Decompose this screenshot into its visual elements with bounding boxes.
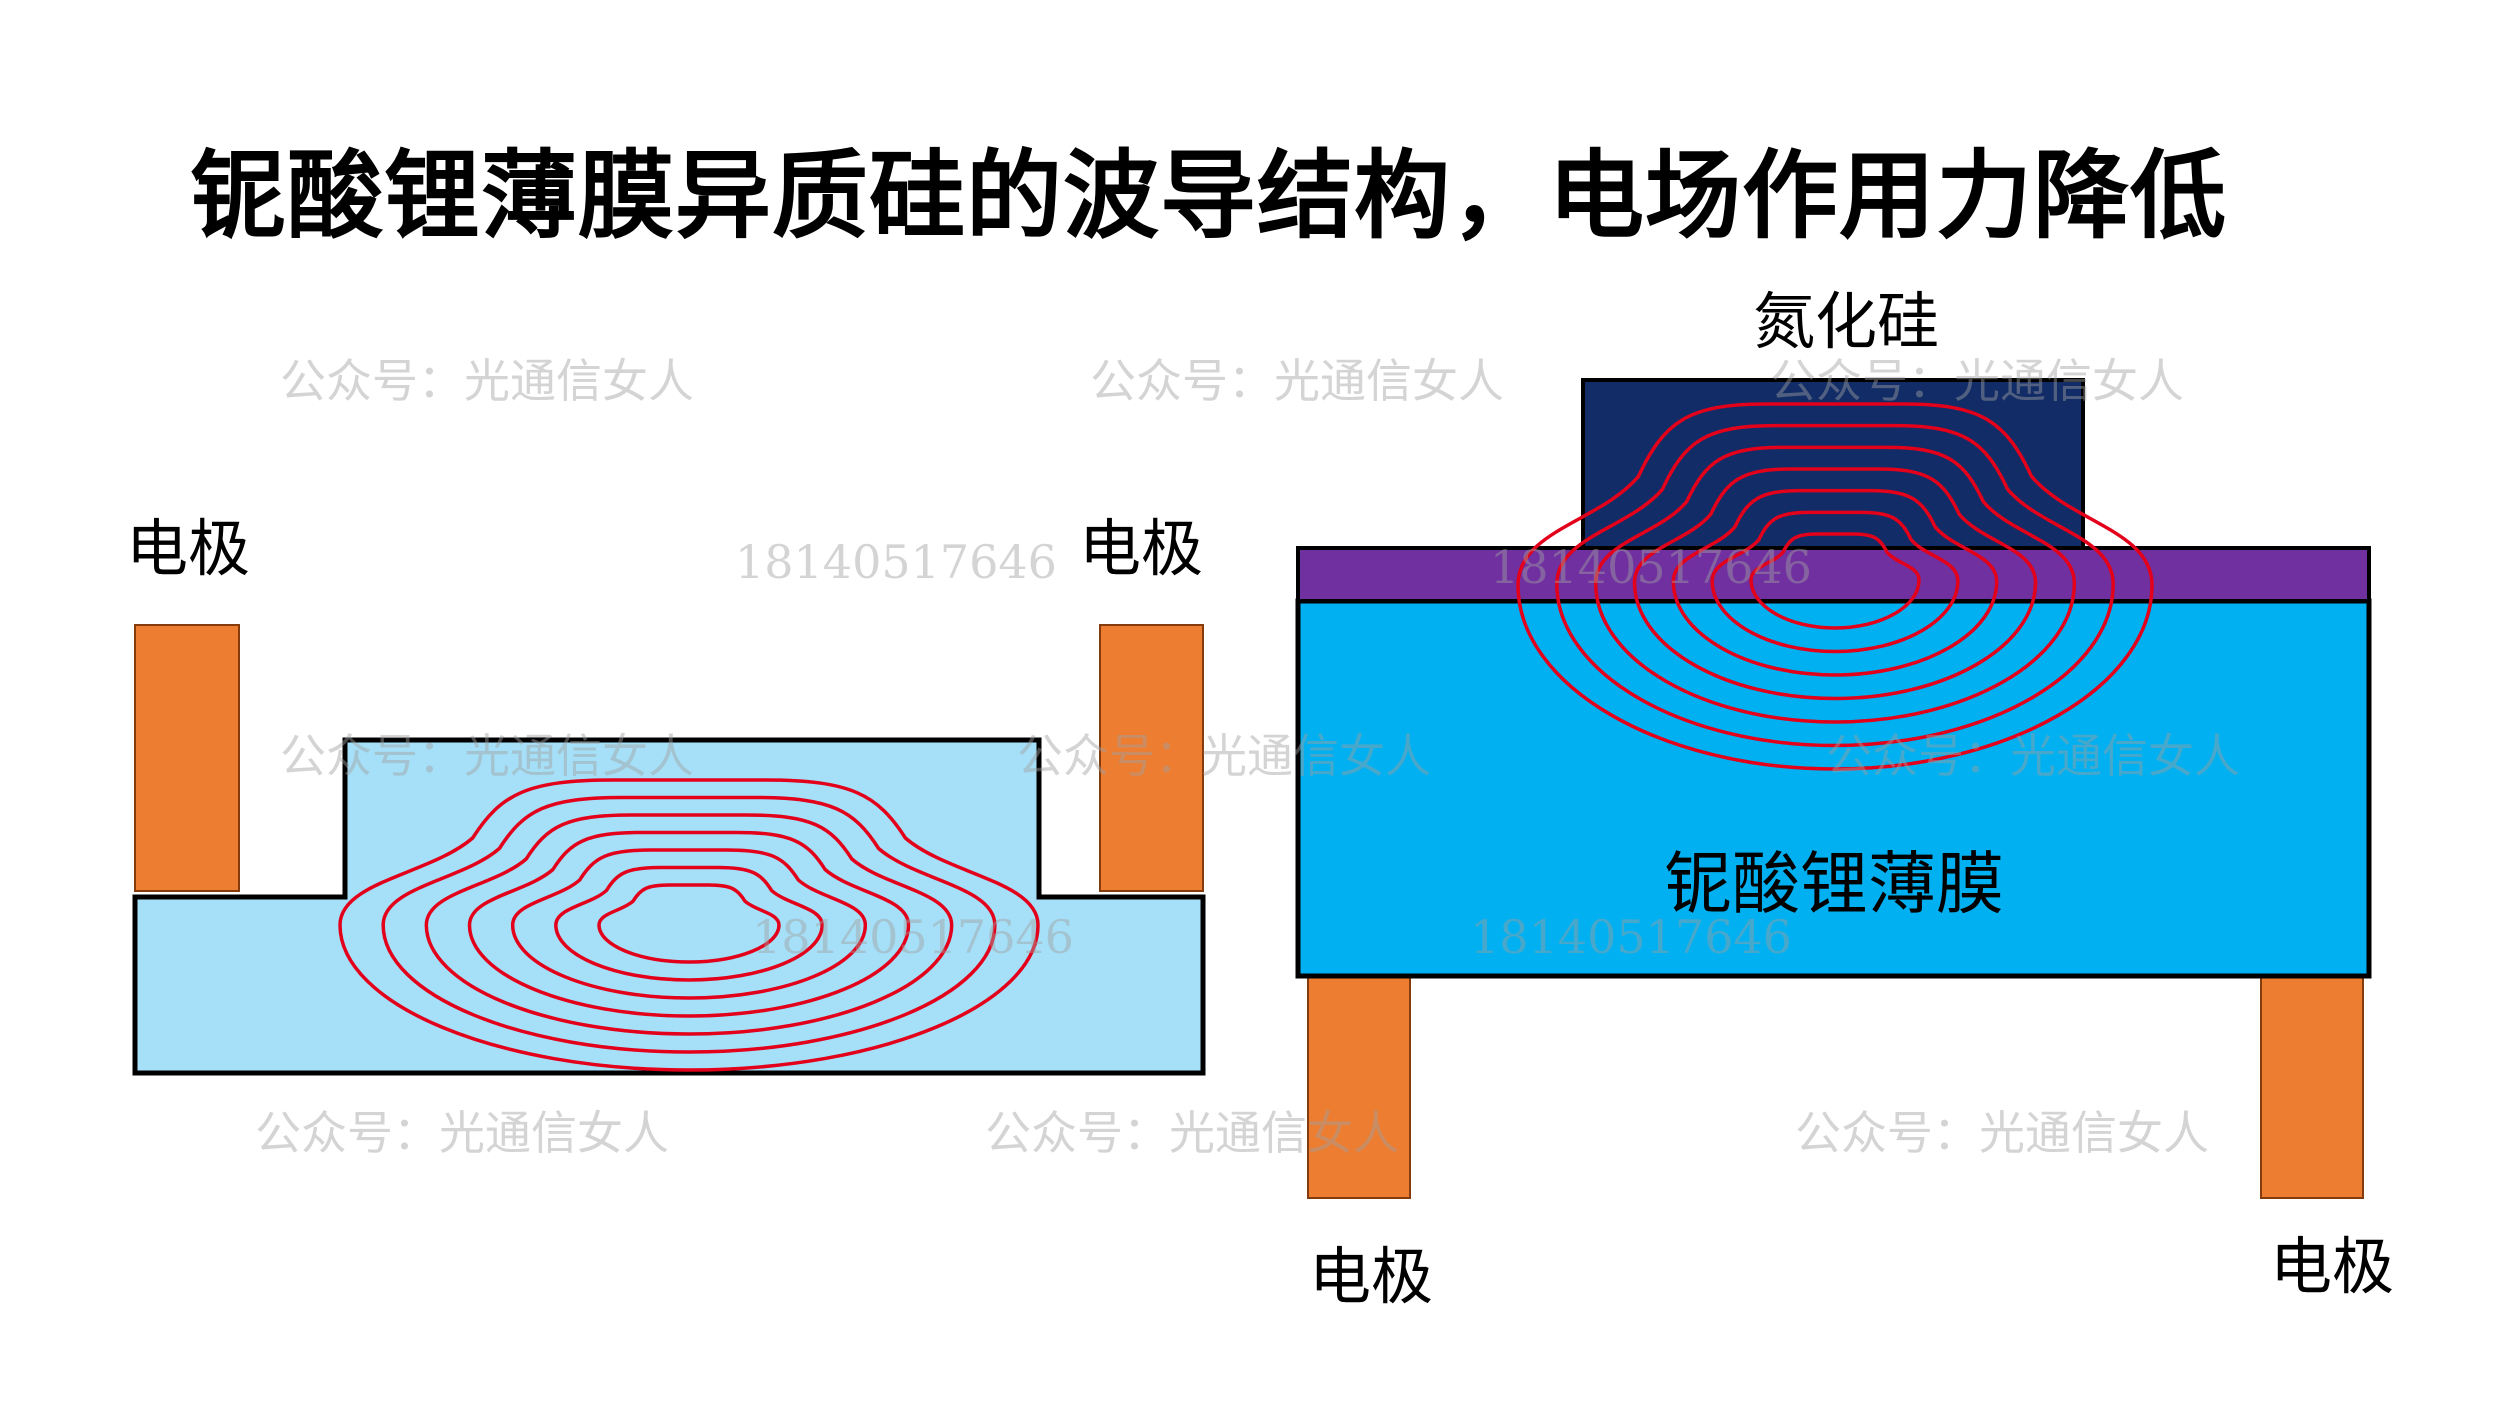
mode-contour-line xyxy=(1632,467,2038,701)
mode-contour-line xyxy=(338,778,1040,1072)
silicon-nitride-strip xyxy=(1581,378,2085,550)
left-electrode-left xyxy=(134,624,240,892)
mode-contour-line xyxy=(1671,488,1999,677)
mode-contour-line xyxy=(424,813,954,1036)
left-electrode-right xyxy=(1099,624,1204,892)
right-diagram xyxy=(1295,378,2372,1199)
mode-contour-line xyxy=(1555,423,2115,748)
mode-contour-line xyxy=(597,883,781,964)
purple-layer xyxy=(1296,546,2371,603)
left-mode-contours xyxy=(338,778,1040,1072)
mode-contour-line xyxy=(1749,532,1921,630)
mode-contour-line xyxy=(510,848,868,1000)
slide-title: 铌酸锂薄膜异质硅的波导结构，电场作用力降低 xyxy=(190,140,2227,252)
mode-contour-line xyxy=(1516,402,2154,771)
right-electrode-left-label: 电极 xyxy=(1308,1240,1434,1313)
right-electrode-left xyxy=(1307,975,1411,1199)
left-electrode-right-label: 电极 xyxy=(1078,512,1204,585)
mode-contour-line xyxy=(554,865,824,982)
right-electrode-right-label: 电极 xyxy=(2269,1230,2395,1303)
mode-contour-line xyxy=(381,795,997,1054)
lithium-niobate-label: 铌酸锂薄膜 xyxy=(1663,845,2005,925)
right-electrode-right xyxy=(2260,975,2364,1199)
right-mode-contours xyxy=(1516,402,2154,771)
ridge-waveguide xyxy=(132,737,1206,1076)
mode-contour-line xyxy=(1710,510,1960,654)
left-diagram xyxy=(132,624,1206,1076)
mode-contour-line xyxy=(467,830,911,1018)
silicon-nitride-label: 氮化硅 xyxy=(1752,285,1940,358)
left-electrode-left-label: 电极 xyxy=(125,512,251,585)
mode-contour-line xyxy=(1593,445,2077,724)
lithium-niobate-film xyxy=(1295,598,2372,979)
